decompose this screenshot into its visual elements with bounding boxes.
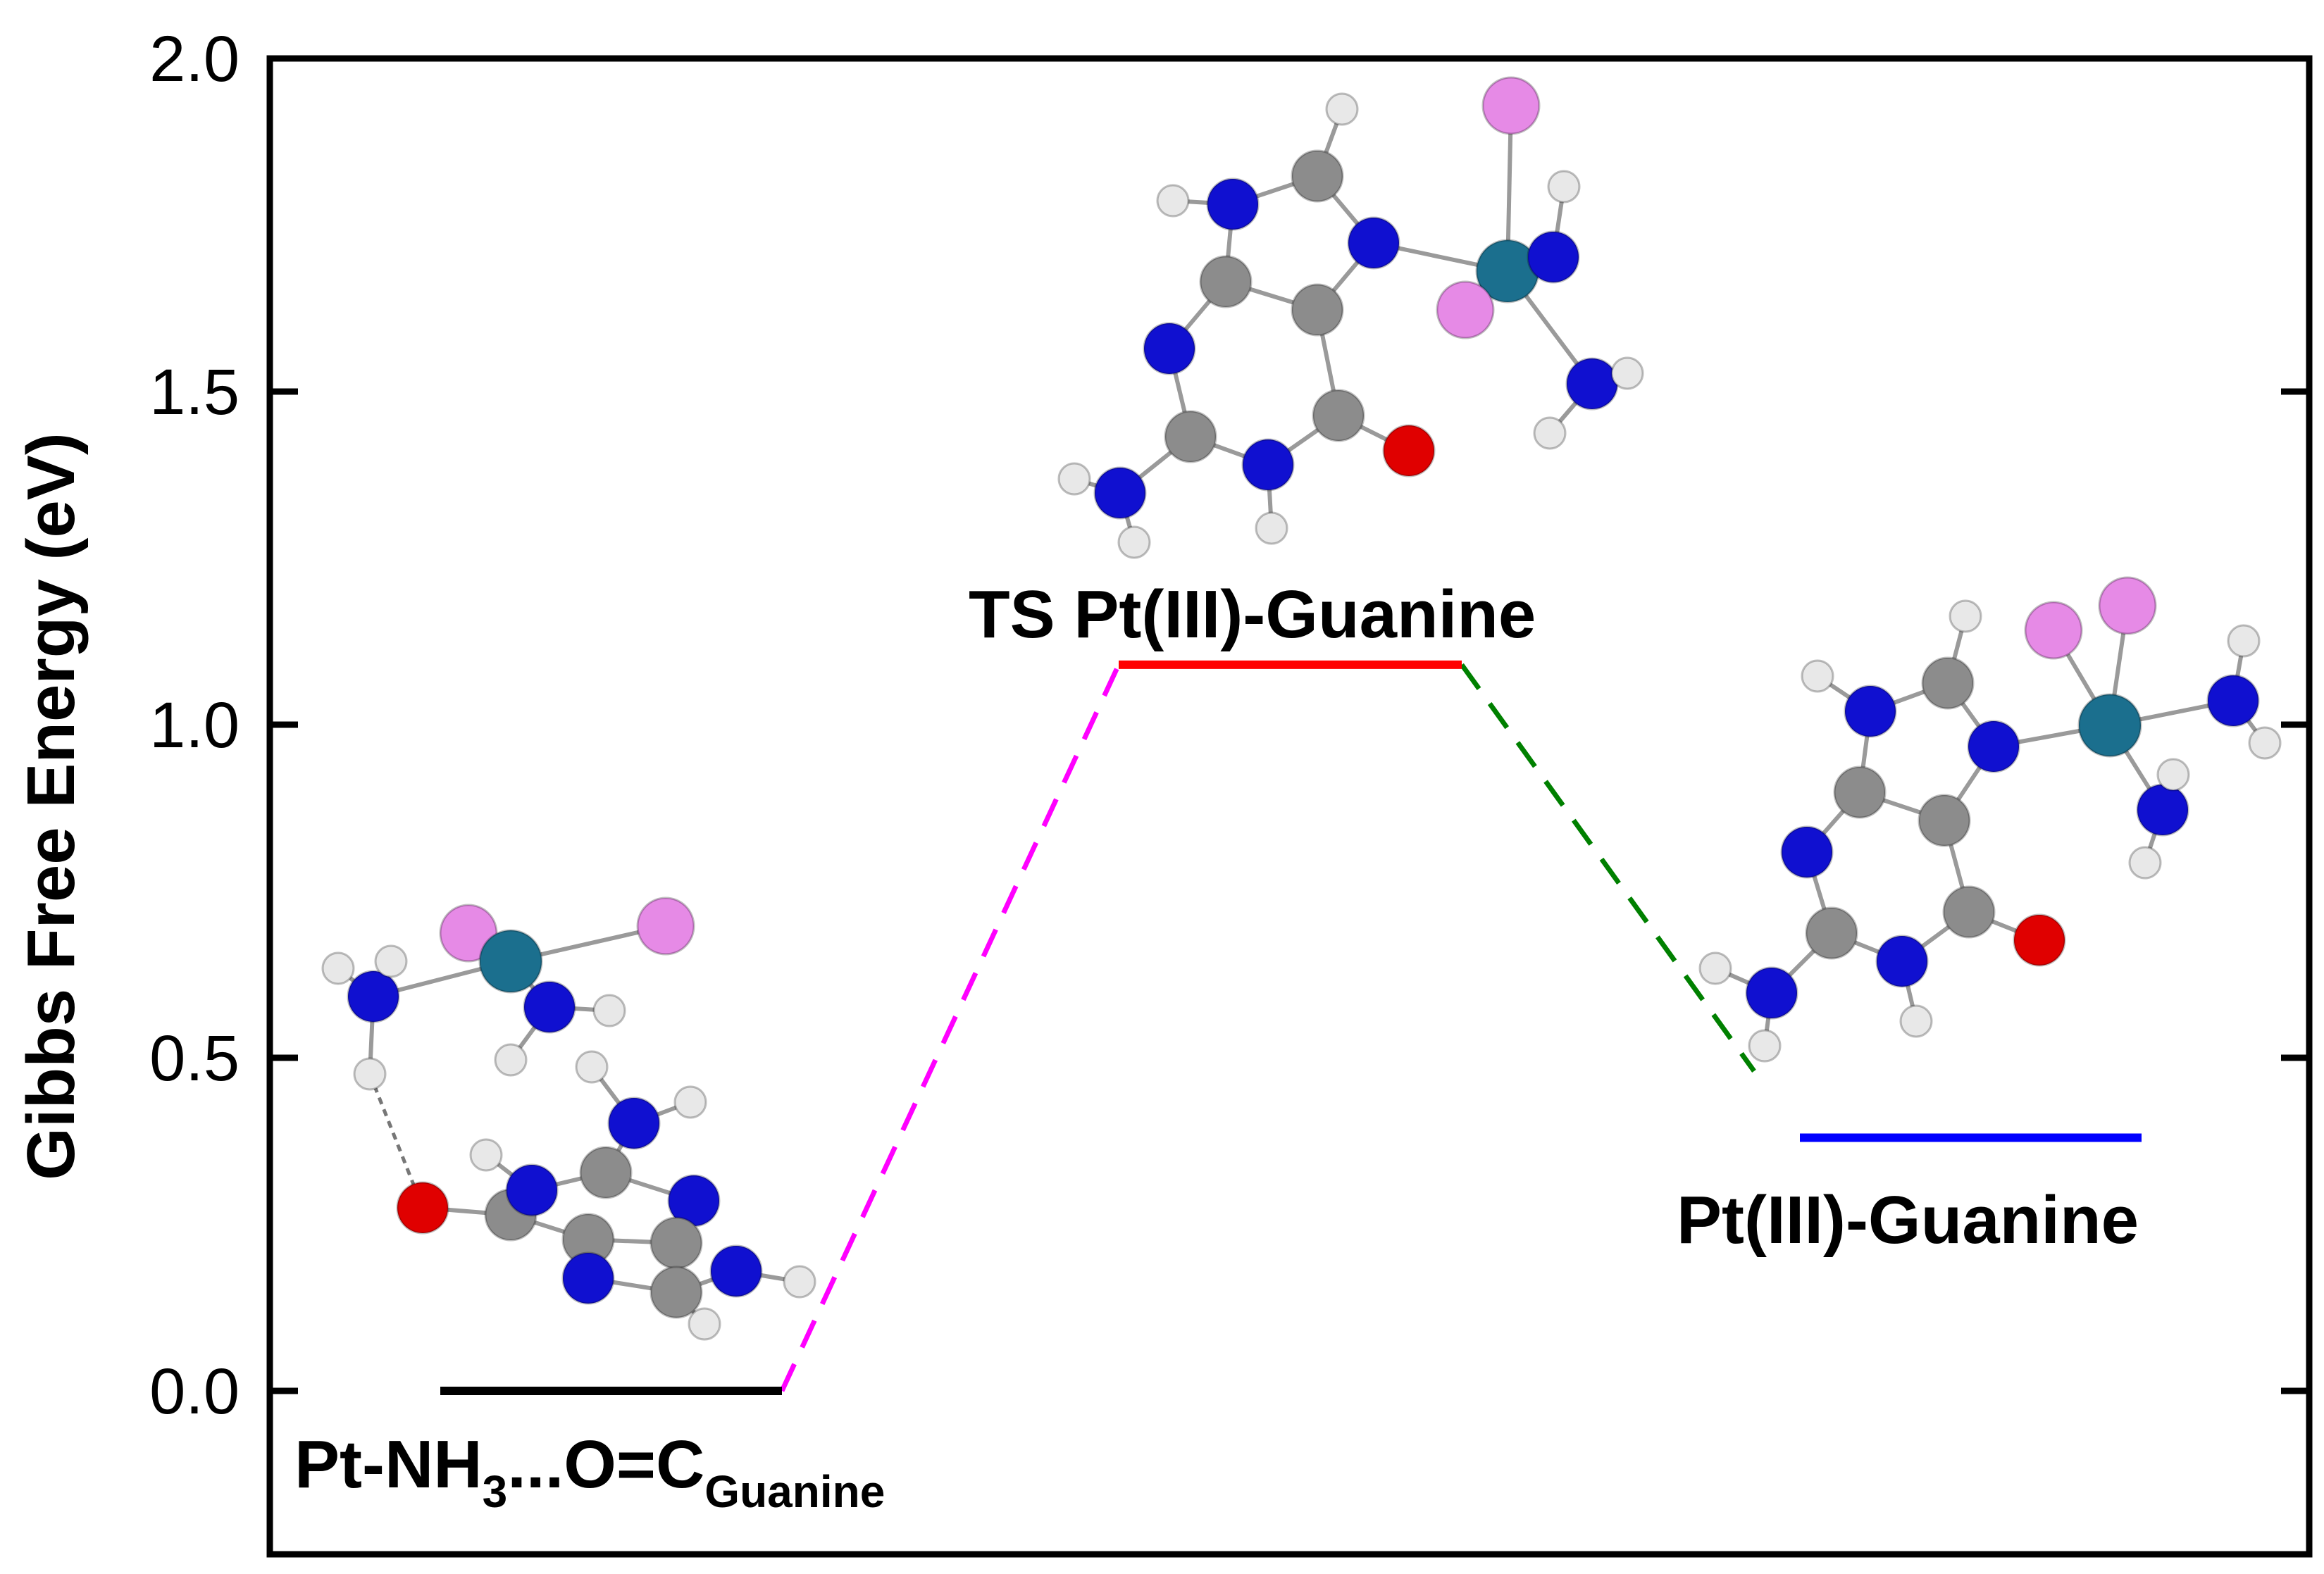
atom-c	[650, 1266, 703, 1319]
atom-c	[579, 1146, 633, 1199]
atom-o	[1382, 424, 1436, 477]
atom-c	[1805, 906, 1858, 960]
atom-i	[2098, 576, 2157, 635]
atom-h	[1057, 462, 1091, 496]
atom-h	[1949, 599, 1982, 633]
atom-h	[374, 944, 408, 978]
atom-n	[347, 970, 400, 1023]
atom-c	[1918, 794, 1971, 847]
atom-pt	[478, 929, 543, 994]
atom-n	[1206, 177, 1260, 231]
y-tick-label-1: 0.5	[149, 1023, 240, 1094]
atom-h	[1255, 511, 1288, 545]
atom-h	[592, 994, 626, 1028]
atom-c	[1199, 255, 1253, 308]
atom-h	[575, 1050, 609, 1084]
atom-n	[523, 980, 576, 1034]
atom-n	[1780, 825, 1834, 879]
atom-h	[1156, 184, 1190, 218]
atom-n	[561, 1251, 615, 1305]
atom-h	[469, 1138, 503, 1172]
atom-h	[2128, 846, 2162, 880]
y-tick-label-3: 1.5	[149, 356, 240, 428]
atom-c	[1164, 410, 1217, 463]
atom-n	[1565, 357, 1619, 411]
atom-i	[1481, 76, 1541, 135]
atom-i	[1436, 280, 1495, 339]
atom-pt	[2077, 693, 2142, 758]
atom-h	[1899, 1004, 1933, 1038]
atom-h	[2248, 726, 2282, 760]
connector-0	[779, 663, 1121, 1392]
y-axis-title: Gibbs Free Energy (eV)	[13, 432, 89, 1180]
atom-n	[1967, 720, 2020, 773]
atom-i	[636, 897, 695, 956]
atom-n	[1241, 438, 1295, 492]
atom-n	[505, 1163, 559, 1217]
atom-h	[1117, 525, 1151, 559]
atom-h	[1698, 951, 1732, 985]
atom-n	[1527, 230, 1580, 284]
atom-h	[1325, 92, 1359, 126]
atom-h	[783, 1265, 816, 1299]
connector-1	[1460, 663, 1756, 1073]
atom-h	[1533, 416, 1567, 450]
level-label-ts: TS Pt(III)-Guanine	[969, 577, 1536, 652]
y-tick-label-2: 1.0	[149, 689, 240, 761]
atom-n	[1745, 966, 1798, 1020]
atom-h	[1801, 659, 1834, 693]
atom-h	[353, 1057, 387, 1091]
atom-h	[673, 1085, 707, 1119]
level-label-reactant: Pt-NH3...O=CGuanine	[294, 1427, 885, 1517]
atom-c	[1291, 149, 1344, 203]
atom-n	[1875, 935, 1929, 988]
atom-c	[1921, 656, 1975, 710]
atom-n	[1093, 466, 1147, 520]
atom-n	[1143, 322, 1196, 375]
y-tick-label-4: 2.0	[149, 23, 240, 95]
plot-frame	[266, 55, 2313, 1558]
atom-h	[2156, 758, 2190, 792]
atom-n	[2206, 674, 2260, 727]
energy-levels	[440, 660, 2142, 1395]
atom-n	[2136, 783, 2189, 837]
atom-c	[1942, 885, 1996, 939]
atom-i	[439, 904, 498, 963]
axis-ticks: 0.0 0.5 1.0 1.5 2.0	[149, 23, 2309, 1428]
atom-h	[321, 951, 355, 985]
atom-o	[2013, 913, 2066, 967]
ts-molecule	[1057, 76, 1644, 559]
atom-n	[1347, 216, 1400, 270]
atom-h	[1748, 1029, 1782, 1063]
atom-h	[1547, 170, 1581, 204]
atom-i	[2024, 601, 2083, 660]
atom-o	[396, 1181, 449, 1235]
connector-lines	[779, 663, 1756, 1392]
atom-h	[2227, 624, 2261, 658]
molecule-structures	[321, 76, 2282, 1341]
atom-c	[1833, 766, 1887, 819]
y-tick-label-0: 0.0	[149, 1356, 240, 1428]
atom-n	[607, 1097, 661, 1150]
product-molecule	[1698, 576, 2282, 1063]
atom-n	[709, 1244, 763, 1298]
atom-n	[1844, 685, 1897, 738]
reactant-molecule	[321, 897, 816, 1341]
atom-c	[650, 1216, 703, 1270]
atom-c	[1291, 283, 1344, 337]
atom-h	[494, 1043, 528, 1077]
atom-h	[688, 1307, 721, 1341]
atom-h	[1610, 356, 1644, 390]
atom-c	[1312, 389, 1365, 442]
level-label-product: Pt(III)-Guanine	[1677, 1182, 2139, 1258]
